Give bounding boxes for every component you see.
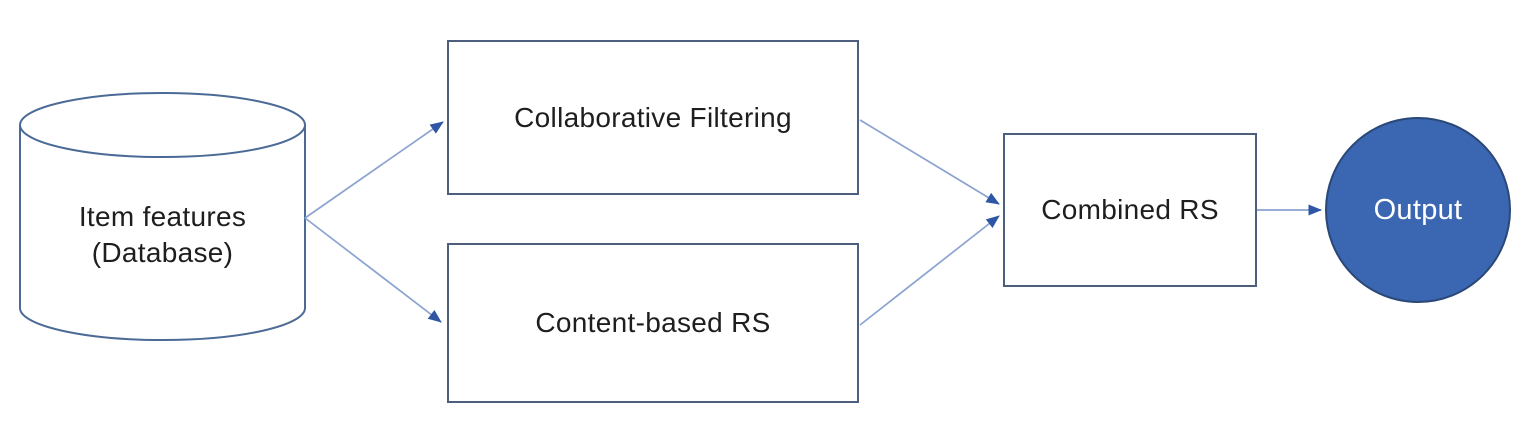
arrow-collaborative-to-combined [859,119,1000,205]
content-based-rs-label: Content-based RS [535,307,771,338]
node-content-based-rs: Content-based RS [447,243,859,403]
database-cylinder-body [19,125,306,341]
database-label-line2: (Database) [91,236,234,268]
database-cylinder-top [19,92,306,158]
arrow-database-to-content [304,217,442,323]
combined-rs-label: Combined RS [1041,194,1219,225]
node-item-features-database: Item features (Database) [20,93,305,340]
database-cylinder-shape [19,92,306,341]
output-label: Output [1373,193,1463,226]
node-output: Output [1325,117,1511,303]
node-collaborative-filtering: Collaborative Filtering [447,40,859,195]
database-label-line1: Item features [78,200,247,232]
arrow-content-to-combined [859,215,1000,326]
arrow-database-to-collaborative [304,121,444,219]
collaborative-filtering-label: Collaborative Filtering [514,101,792,133]
node-combined-rs: Combined RS [1003,133,1257,287]
